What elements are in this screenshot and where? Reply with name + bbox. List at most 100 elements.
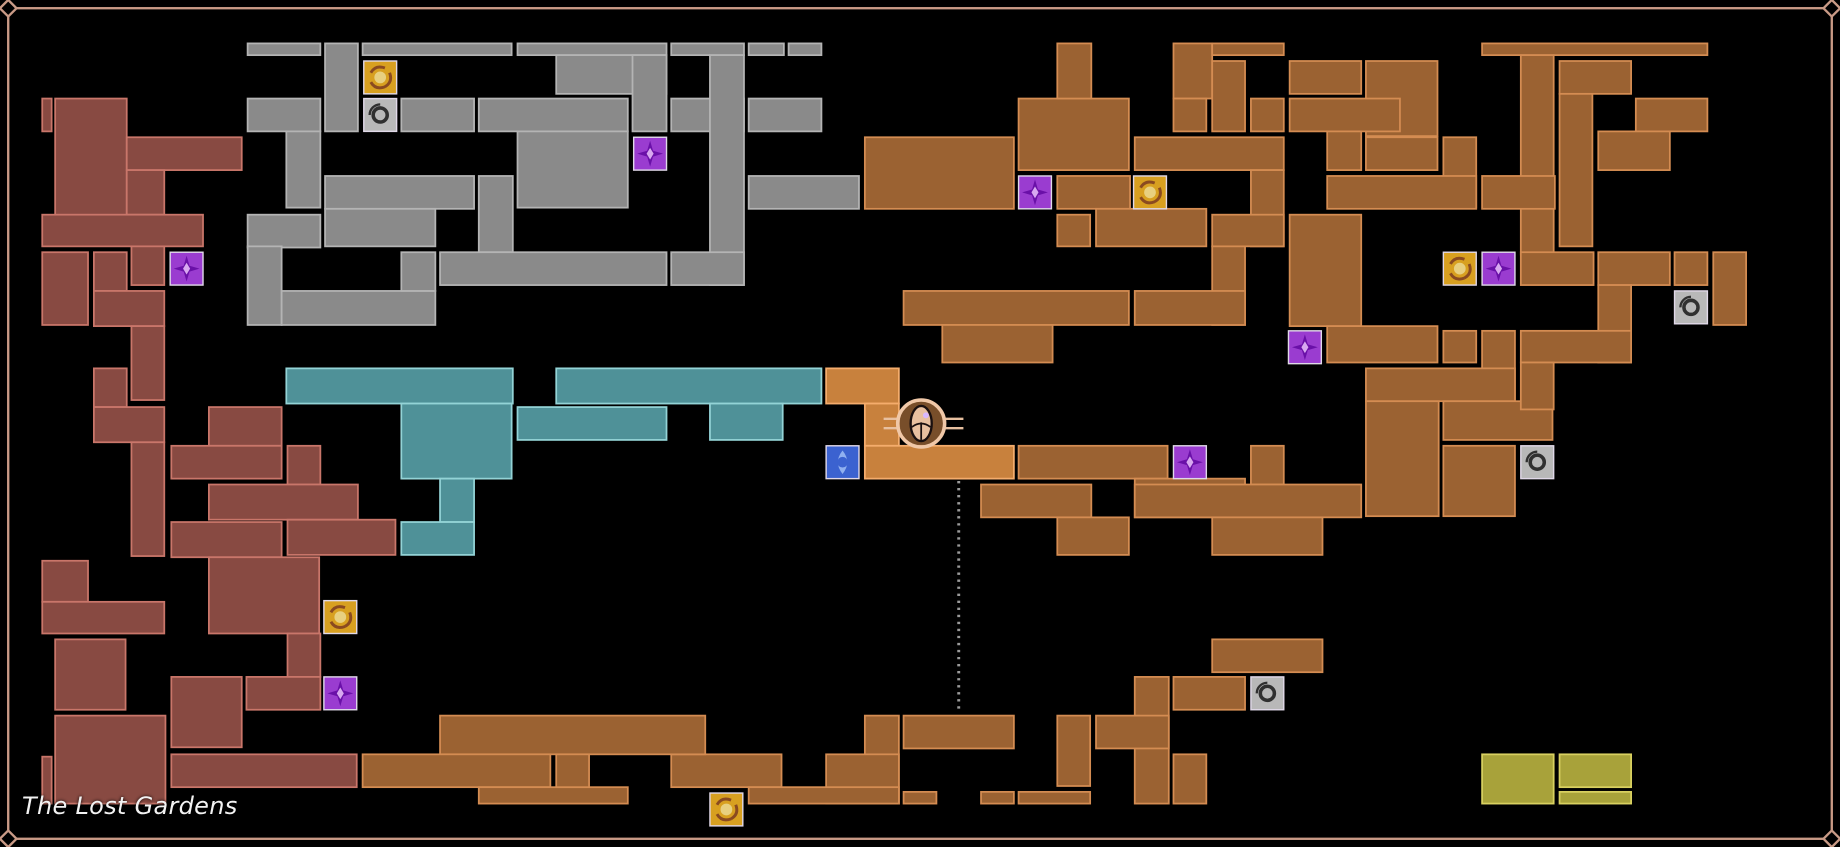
map-room[interactable]: [285, 130, 322, 209]
map-room[interactable]: [1326, 325, 1439, 364]
map-room[interactable]: [1442, 329, 1478, 364]
map-room[interactable]: [1481, 42, 1709, 57]
map-room[interactable]: [1133, 290, 1246, 326]
swirl-icon[interactable]: [363, 60, 398, 95]
map-room[interactable]: [246, 42, 322, 57]
star-icon[interactable]: [1017, 175, 1053, 210]
map-room[interactable]: [980, 483, 1093, 519]
map-room[interactable]: [555, 367, 823, 405]
map-room[interactable]: [1442, 444, 1516, 518]
map-room[interactable]: [1481, 753, 1555, 805]
map-room[interactable]: [361, 753, 552, 789]
map-room[interactable]: [439, 477, 475, 523]
map-room[interactable]: [1172, 753, 1208, 805]
map-room[interactable]: [1250, 444, 1285, 486]
map-room[interactable]: [1211, 213, 1285, 248]
map-room[interactable]: [1597, 130, 1671, 171]
map-room[interactable]: [477, 97, 629, 133]
map-room[interactable]: [941, 324, 1054, 364]
star-icon[interactable]: [632, 136, 668, 171]
map-room[interactable]: [1558, 753, 1633, 789]
map-room[interactable]: [1056, 714, 1092, 787]
map-room[interactable]: [1211, 638, 1324, 674]
map-room[interactable]: [1095, 207, 1208, 248]
eye-save-icon[interactable]: [825, 445, 860, 480]
map-room[interactable]: [1211, 60, 1246, 133]
map-room[interactable]: [280, 290, 437, 326]
swirl-icon[interactable]: [709, 792, 744, 827]
map-room[interactable]: [1365, 136, 1439, 171]
map-room[interactable]: [1056, 516, 1130, 556]
map-room[interactable]: [1095, 714, 1170, 750]
map-room[interactable]: [1017, 444, 1169, 480]
map-room[interactable]: [125, 136, 243, 171]
map-room[interactable]: [400, 521, 475, 556]
map-room[interactable]: [902, 790, 938, 805]
map-room[interactable]: [747, 42, 785, 57]
map-room[interactable]: [555, 753, 590, 789]
map-room[interactable]: [41, 251, 89, 326]
map-room[interactable]: [41, 97, 53, 133]
map-room[interactable]: [787, 42, 823, 57]
map-room[interactable]: [41, 755, 53, 805]
map-room[interactable]: [1056, 213, 1092, 248]
map-room[interactable]: [1519, 329, 1633, 364]
map-room[interactable]: [125, 169, 166, 216]
map-room[interactable]: [207, 406, 283, 447]
map-room[interactable]: [41, 600, 166, 635]
map-room[interactable]: [670, 42, 745, 57]
map-room[interactable]: [477, 786, 629, 805]
map-room[interactable]: [1519, 251, 1595, 286]
map-room[interactable]: [1017, 790, 1092, 805]
map-room[interactable]: [170, 676, 243, 749]
map-room[interactable]: [92, 290, 166, 328]
map-room[interactable]: [1365, 400, 1440, 518]
map-room[interactable]: [1673, 251, 1709, 286]
map-room[interactable]: [1558, 790, 1633, 805]
map-room[interactable]: [863, 402, 900, 447]
map-room[interactable]: [1712, 251, 1748, 326]
map-room[interactable]: [516, 42, 668, 57]
map-room[interactable]: [902, 714, 1015, 750]
ring-icon[interactable]: [1673, 290, 1709, 325]
swirl-icon[interactable]: [1442, 251, 1477, 286]
swirl-icon[interactable]: [1132, 175, 1168, 210]
map-room[interactable]: [863, 444, 1015, 480]
map-room[interactable]: [400, 97, 475, 133]
map-room[interactable]: [41, 213, 204, 248]
map-room[interactable]: [1056, 175, 1131, 210]
swirl-icon[interactable]: [323, 599, 358, 635]
ring-icon[interactable]: [363, 97, 398, 133]
ring-icon[interactable]: [1520, 445, 1555, 480]
star-icon[interactable]: [323, 676, 358, 711]
map-room[interactable]: [980, 790, 1015, 805]
map-room[interactable]: [825, 367, 900, 405]
map-room[interactable]: [1133, 136, 1285, 171]
map-room[interactable]: [324, 175, 475, 210]
map-room[interactable]: [1597, 251, 1671, 286]
map-room[interactable]: [1288, 97, 1401, 133]
map-room[interactable]: [54, 638, 127, 711]
map-room[interactable]: [286, 444, 322, 486]
map-room[interactable]: [747, 175, 860, 210]
map-room[interactable]: [709, 54, 745, 286]
map-room[interactable]: [207, 556, 321, 635]
map-room[interactable]: [1056, 42, 1093, 100]
map-room[interactable]: [1172, 42, 1214, 100]
map-room[interactable]: [41, 559, 89, 603]
map-room[interactable]: [54, 97, 128, 217]
map-room[interactable]: [246, 245, 283, 326]
star-icon[interactable]: [169, 251, 204, 286]
map-room[interactable]: [1365, 367, 1516, 403]
map-room[interactable]: [92, 251, 128, 292]
star-icon[interactable]: [1172, 445, 1208, 480]
map-room[interactable]: [92, 367, 128, 408]
map-room[interactable]: [286, 518, 397, 556]
map-room[interactable]: [1481, 175, 1556, 210]
map-room[interactable]: [631, 54, 668, 133]
map-room[interactable]: [170, 444, 283, 480]
map-room[interactable]: [400, 402, 513, 480]
map-room[interactable]: [709, 402, 784, 441]
map-room[interactable]: [1288, 213, 1363, 328]
